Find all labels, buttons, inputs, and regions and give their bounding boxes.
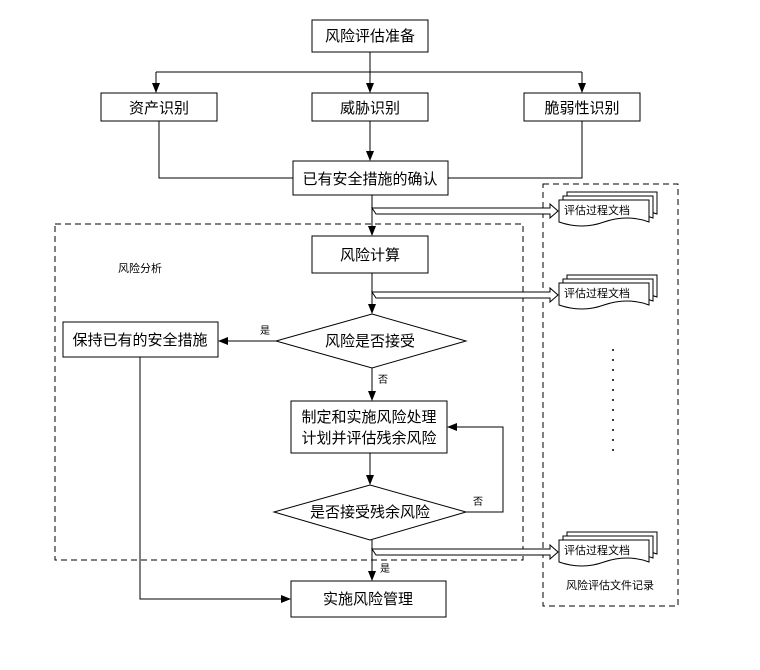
- plan-label-line1: 制定和实施风险处理: [301, 408, 436, 426]
- threat-box: [311, 92, 429, 122]
- keep-measures-label: 保持已有的安全措施: [72, 331, 207, 349]
- document-stack-2: 评估过程文档: [558, 274, 658, 310]
- prepare-label: 风险评估准备: [325, 27, 415, 45]
- connector-residual-no-loop: [447, 423, 504, 513]
- vertical-ellipsis: [612, 349, 614, 451]
- plan-label-line2: 计划并评估残余风险: [301, 429, 436, 447]
- asset-box: [100, 92, 218, 122]
- vulnerability-label: 脆弱性识别: [544, 99, 619, 117]
- doc-arrow-2: [371, 286, 559, 304]
- risk-analysis-label: 风险分析: [118, 261, 162, 275]
- document-label-2: 评估过程文档: [564, 286, 630, 300]
- risk-analysis-region: [54, 223, 524, 561]
- no-label-2: 否: [473, 496, 483, 508]
- connector-keep-to-implement: [139, 357, 291, 603]
- risk-calc-box: [311, 235, 429, 274]
- accept-decision-label: 风险是否接受: [325, 332, 415, 350]
- residual-decision-diamond: [272, 484, 468, 541]
- implement-box: [290, 580, 447, 618]
- risk-calc-label: 风险计算: [340, 246, 400, 264]
- document-label-3: 评估过程文档: [564, 543, 630, 557]
- connector-vulnerability-to-measures: [448, 121, 583, 179]
- yes-label-2: 是: [380, 563, 390, 575]
- document-stack-1: 评估过程文档: [558, 191, 658, 227]
- no-label-1: 否: [378, 374, 388, 386]
- existing-measures-label: 已有安全措施的确认: [302, 170, 437, 188]
- records-region-label: 风险评估文件记录: [566, 578, 654, 592]
- yes-label-1: 是: [260, 325, 270, 337]
- keep-measures-box: [62, 321, 219, 358]
- connector-asset-to-measures: [158, 121, 293, 179]
- doc-arrow-1: [371, 202, 559, 220]
- doc-arrow-3: [371, 543, 559, 561]
- residual-decision-label: 是否接受残余风险: [310, 503, 430, 521]
- vulnerability-box: [523, 92, 641, 122]
- records-region: [542, 183, 679, 607]
- implement-label: 实施风险管理: [323, 590, 413, 608]
- asset-label: 资产识别: [129, 99, 189, 117]
- document-label-1: 评估过程文档: [564, 203, 630, 217]
- existing-measures-box: [292, 160, 449, 196]
- threat-label: 威胁识别: [340, 99, 400, 117]
- prepare-box: [311, 19, 429, 53]
- document-stack-3: 评估过程文档: [558, 531, 658, 567]
